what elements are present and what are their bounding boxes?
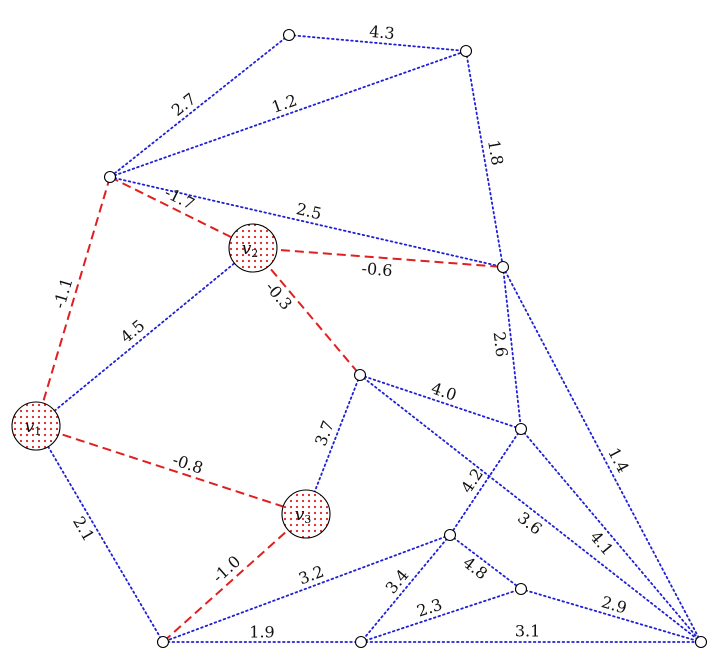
vertex-node (156, 635, 170, 649)
vertex-v1 (11, 401, 61, 451)
edge-e-j (359, 374, 702, 643)
edge-weight-label: 4.5 (117, 316, 149, 347)
edge-g-h (449, 534, 522, 590)
edge-weight-label: 3.1 (515, 622, 540, 641)
edge-weight-label: 4.2 (457, 465, 487, 497)
edge-v1-v3 (35, 425, 307, 515)
vertex-node (459, 44, 473, 58)
vertex-label-v1: v1 (25, 417, 42, 438)
edge-c-v1 (35, 176, 111, 427)
edge-e-v3 (305, 374, 361, 515)
vertex-node (496, 260, 510, 274)
edge-g-k (162, 534, 451, 643)
vertex-node (514, 582, 528, 596)
vertex-node (354, 635, 368, 649)
edge-c-v2 (109, 176, 254, 249)
vertex-v2 (228, 223, 278, 273)
edge-c-b (109, 50, 467, 178)
vertex-node (103, 170, 117, 184)
edge-v1-k (35, 425, 164, 643)
vertex-subscript: 3 (304, 513, 311, 526)
vertex-subscript: 1 (34, 425, 41, 438)
edge-f-j (520, 428, 702, 643)
edge-weight-label: -0.3 (262, 278, 296, 314)
edge-v3-k (162, 513, 307, 643)
edge-g-i (360, 534, 451, 643)
edge-e-f (359, 374, 522, 430)
edge-i-h (360, 588, 522, 643)
edges-layer (35, 34, 702, 643)
vertex-v3 (281, 489, 331, 539)
vertex-node (353, 368, 367, 382)
edge-weight-label: 4.8 (459, 553, 491, 584)
edge-b-d (465, 50, 504, 268)
edge-c-d (109, 176, 504, 268)
edge-weight-label: 4.0 (429, 379, 459, 405)
vertex-letter: v (242, 239, 252, 259)
vertex-node (694, 635, 708, 649)
edge-h-j (520, 588, 702, 643)
edge-f-g (449, 428, 522, 536)
edge-weight-label: 4.3 (368, 22, 395, 43)
edge-weight-label: 4.1 (586, 527, 617, 559)
vertex-letter: v (295, 505, 305, 525)
edge-weight-label: 2.7 (168, 89, 200, 120)
edge-weight-label: 3.4 (382, 566, 413, 598)
edge-d-j (502, 266, 702, 643)
vertex-node (443, 528, 457, 542)
edge-weight-label: 1.4 (604, 444, 633, 475)
edge-weight-label: -1.7 (162, 183, 198, 214)
edge-weight-label: 2.6 (490, 331, 512, 358)
edge-v2-e (252, 247, 361, 376)
edge-weight-label: -0.8 (170, 450, 205, 478)
edge-weight-label: 3.6 (514, 508, 546, 539)
edge-weight-label: 2.1 (69, 513, 98, 545)
vertex-letter: v (25, 417, 35, 437)
edge-weight-label: 3.2 (296, 562, 326, 589)
vertex-subscript: 2 (251, 247, 258, 260)
vertex-node (514, 422, 528, 436)
edge-weight-label: 1.8 (484, 139, 507, 167)
edge-a-b (288, 34, 467, 52)
edge-weight-label: 2.3 (414, 595, 444, 621)
edge-a-c (109, 34, 290, 178)
vertex-node (282, 28, 296, 42)
vertex-label-v3: v3 (295, 505, 312, 526)
edge-weight-label: -1.0 (209, 552, 245, 587)
edge-weight-label: 1.2 (269, 90, 299, 116)
edge-v1-v2 (35, 247, 254, 427)
edge-weight-label: -0.6 (361, 259, 393, 280)
edge-d-f (502, 266, 522, 430)
edge-weight-label: 1.9 (249, 623, 274, 642)
vertex-label-v2: v2 (242, 239, 259, 260)
